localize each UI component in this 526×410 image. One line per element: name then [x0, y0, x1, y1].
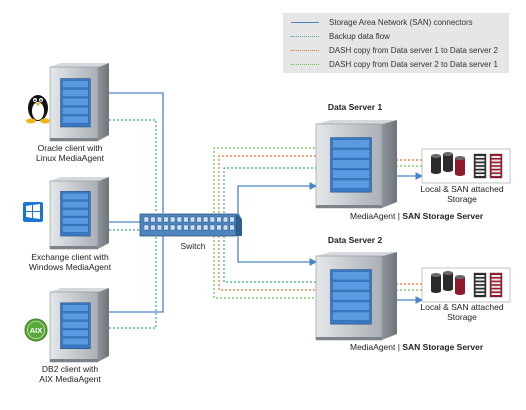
client-label-line: DB2 client with: [41, 364, 99, 374]
client-label-line: Linux MediaAgent: [35, 153, 105, 163]
client-label-oracle: Oracle client with Linux MediaAgent: [10, 143, 130, 163]
dash2to1-to-server1: [213, 147, 316, 213]
switch-port: [196, 224, 202, 231]
role-separator: |: [397, 211, 400, 221]
server-title-2: Data Server 2: [327, 235, 383, 245]
legend-swatch-dash-1-to-2: [291, 50, 319, 51]
switch-port: [189, 224, 195, 231]
switch-port: [216, 224, 222, 231]
client-label-db2: DB2 client with AIX MediaAgent: [10, 364, 130, 384]
switch-port: [170, 216, 176, 223]
backup-switch-to-server2: [223, 236, 316, 283]
legend-label: DASH copy from Data server 1 to Data ser…: [329, 46, 498, 55]
storage-label-2: Local & SAN attached Storage: [412, 302, 512, 322]
switch-port: [229, 216, 235, 223]
switch-port: [163, 224, 169, 231]
switch-port: [150, 224, 156, 231]
data-server-1-tower: [315, 120, 397, 209]
switch-port: [209, 224, 215, 231]
switch-port: [209, 216, 215, 223]
legend: Storage Area Network (SAN) connectors Ba…: [283, 13, 509, 73]
switch-port: [170, 224, 176, 231]
switch-port: [176, 224, 182, 231]
server-role-2: MediaAgent | SAN Storage Server: [350, 342, 483, 352]
data-server-2-tower: [315, 252, 397, 341]
svg-text:AIX: AIX: [30, 326, 43, 335]
server-title-1: Data Server 1: [327, 102, 383, 112]
legend-swatch-dash-2-to-1: [291, 64, 319, 65]
legend-swatch-backup: [291, 36, 319, 37]
storage-label-line: Local & SAN attached: [420, 302, 504, 312]
client-server-exchange: [49, 177, 109, 250]
role-san-storage-server: SAN Storage Server: [402, 342, 484, 352]
storage-groups: [421, 148, 511, 303]
switch-port: [229, 224, 235, 231]
storage-label-line: Local & SAN attached: [420, 184, 504, 194]
switch-port: [222, 224, 228, 231]
san-line-db2: [94, 236, 164, 316]
switch-port: [189, 216, 195, 223]
data-servers: [315, 120, 397, 341]
switch-port: [156, 216, 162, 223]
dash2to1-from-server2: [213, 236, 316, 299]
server-role-1: MediaAgent | SAN Storage Server: [350, 211, 483, 221]
switch-port: [176, 216, 182, 223]
storage-label-line: Storage: [447, 312, 477, 322]
role-mediaagent: MediaAgent: [350, 342, 396, 352]
client-server-db2: [49, 288, 109, 363]
san-line-oracle: [94, 89, 164, 213]
switch-port: [156, 224, 162, 231]
client-server-oracle: [49, 63, 109, 142]
switch-port: [222, 216, 228, 223]
switch-ports: [143, 216, 235, 231]
san-switch-to-server1: [234, 182, 318, 220]
switch-label: Switch: [180, 241, 206, 251]
dash1to2-from-server1: [218, 155, 316, 213]
client-label-line: Windows MediaAgent: [28, 262, 112, 272]
windows-logo-icon: [23, 202, 43, 222]
backup-switch-to-server1: [223, 167, 316, 213]
san-switch-to-server2: [234, 229, 318, 266]
role-separator: |: [397, 342, 400, 352]
switch-port: [216, 216, 222, 223]
legend-label: Storage Area Network (SAN) connectors: [329, 18, 473, 27]
storage-group-2: [421, 267, 511, 303]
switch-port: [183, 224, 189, 231]
client-label-exchange: Exchange client with Windows MediaAgent: [10, 252, 130, 272]
linux-penguin-icon: [26, 95, 50, 124]
aix-logo-icon: AIX: [24, 318, 48, 342]
backup-line-oracle: [101, 119, 157, 213]
legend-swatch-san: [291, 22, 319, 23]
network-switch: [139, 213, 242, 237]
client-label-line: AIX MediaAgent: [39, 374, 101, 384]
client-label-line: Oracle client with: [37, 143, 103, 153]
switch-port: [183, 216, 189, 223]
legend-label: Backup data flow: [329, 32, 390, 41]
switch-port: [196, 216, 202, 223]
switch-port: [150, 216, 156, 223]
storage-label-1: Local & SAN attached Storage: [412, 184, 512, 204]
client-label-line: Exchange client with: [31, 252, 109, 262]
legend-label: DASH copy from Data server 2 to Data ser…: [329, 60, 498, 69]
switch-port: [143, 216, 149, 223]
backup-line-db2: [101, 236, 157, 329]
dash1to2-to-server2: [218, 236, 316, 291]
storage-label-line: Storage: [447, 194, 477, 204]
role-mediaagent: MediaAgent: [350, 211, 396, 221]
role-san-storage-server: SAN Storage Server: [402, 211, 484, 221]
switch-port: [203, 224, 209, 231]
client-towers: [49, 63, 109, 363]
switch-port: [143, 224, 149, 231]
switch-port: [163, 216, 169, 223]
switch-port: [203, 216, 209, 223]
storage-group-1: [421, 148, 511, 184]
